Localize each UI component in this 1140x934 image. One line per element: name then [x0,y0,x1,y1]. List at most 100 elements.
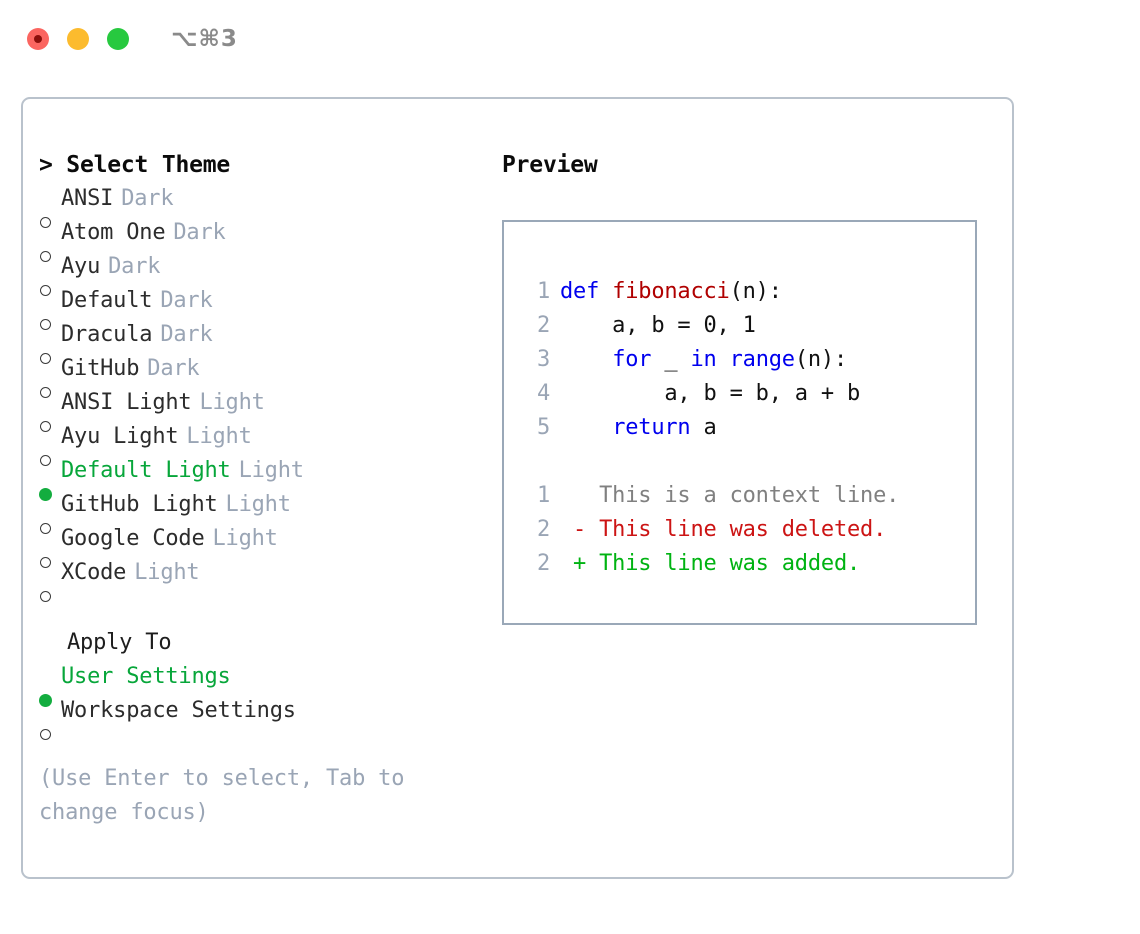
code-line-text: return a [560,411,717,445]
token-kw: range [729,347,795,372]
section-spacer [39,590,499,626]
line-number: 2 [536,517,550,542]
code-diff-spacer [520,445,969,479]
code-line-text: a, b = 0, 1 [560,309,756,343]
option-label: Ayu Light [61,424,179,449]
theme-mode-tag: Dark [108,254,161,279]
theme-mode-tag: Dark [147,356,200,381]
line-number: 1 [536,279,550,304]
theme-mode-tag: Light [199,390,265,415]
option-label: Workspace Settings [61,698,296,723]
option-label: Default Light [61,458,231,483]
line-number: 1 [536,483,550,508]
token-pl [560,415,612,440]
token-pl: (n): [729,279,782,304]
option-label: GitHub Light [61,492,218,517]
theme-list-item[interactable]: Default Dark [39,284,499,330]
code-line-text: def fibonacci(n): [560,275,782,309]
theme-list-item[interactable]: GitHub Light Light [39,488,499,534]
apply-to-label: Apply To [67,630,172,655]
token-del: - This line was deleted. [560,517,887,542]
option-label: XCode [61,560,127,585]
token-kw: in [690,347,717,372]
theme-mode-tag: Light [186,424,252,449]
theme-list-item[interactable]: Ayu Dark [39,250,499,296]
select-theme-header: > Select Theme [39,152,231,178]
theme-mode-tag: Light [238,458,304,483]
theme-mode-tag: Dark [160,288,213,313]
diff-sample: 1 This is a context line.2 - This line w… [520,479,969,581]
option-label: ANSI Light [61,390,192,415]
theme-list-item[interactable]: GitHub Dark [39,352,499,398]
token-pl: a, b = 0, 1 [560,313,756,338]
close-light[interactable] [27,28,49,50]
token-add: + This line was added. [560,551,861,576]
theme-mode-tag: Dark [121,186,174,211]
preview-title: Preview [502,152,598,178]
traffic-lights [27,28,129,50]
theme-mode-tag: Light [225,492,291,517]
code-line: 1 def fibonacci(n): [520,275,969,309]
code-line-text: - This line was deleted. [560,513,886,547]
token-pl [560,347,612,372]
theme-list-item[interactable]: ANSI Dark [39,182,499,228]
code-line: 5 return a [520,411,969,445]
theme-list-item[interactable]: Google Code Light [39,522,499,568]
minimize-light[interactable] [67,28,89,50]
line-number: 4 [536,381,550,406]
token-pl: (n): [794,347,848,372]
theme-list-item[interactable]: XCode Light [39,556,499,602]
theme-list-item[interactable]: Ayu Light Light [39,420,499,466]
keyboard-shortcut-label: ⌥⌘3 [171,26,238,52]
token-pl: a [690,415,717,440]
option-label: Default [61,288,153,313]
theme-list-item[interactable]: Default Light Light [39,454,499,501]
code-line: 2 a, b = 0, 1 [520,309,969,343]
token-fn: fibonacci [612,279,730,304]
line-number: 3 [536,347,550,372]
theme-mode-tag: Light [212,526,278,551]
token-pl: _ [651,347,691,372]
apply-to-item[interactable]: User Settings [39,660,499,707]
code-line-text: This is a context line. [560,479,899,513]
keyboard-hint-text: (Use Enter to select, Tab to change focu… [39,766,405,825]
theme-mode-tag: Dark [173,220,226,245]
option-label: ANSI [61,186,114,211]
theme-mode-tag: Light [134,560,200,585]
title-bar: ⌥⌘3 [0,0,1140,78]
line-number: 2 [536,313,550,338]
theme-list-item[interactable]: Dracula Dark [39,318,499,364]
theme-mode-tag: Dark [160,322,213,347]
apply-to-item[interactable]: Workspace Settings [39,694,499,740]
code-line: 4 a, b = b, a + b [520,377,969,411]
code-line-text: a, b = b, a + b [560,377,860,411]
code-line: 2 + This line was added. [520,547,969,581]
maximize-light[interactable] [107,28,129,50]
code-line: 1 This is a context line. [520,479,969,513]
token-kw: def [560,279,613,304]
theme-list-item[interactable]: ANSI Light Light [39,386,499,432]
code-line-text: + This line was added. [560,547,860,581]
code-line: 2 - This line was deleted. [520,513,969,547]
option-label: Dracula [61,322,153,347]
option-label: Google Code [61,526,205,551]
code-line: 3 for _ in range(n): [520,343,969,377]
token-kw: for [612,347,652,372]
option-label: GitHub [61,356,140,381]
line-number: 5 [536,415,550,440]
code-line-text: for _ in range(n): [560,343,847,377]
line-number: 2 [536,551,550,576]
token-kw: return [612,415,691,440]
token-pl: a, b = b, a + b [560,381,861,406]
option-label: Ayu [61,254,101,279]
token-ctx: This is a context line. [560,483,900,508]
